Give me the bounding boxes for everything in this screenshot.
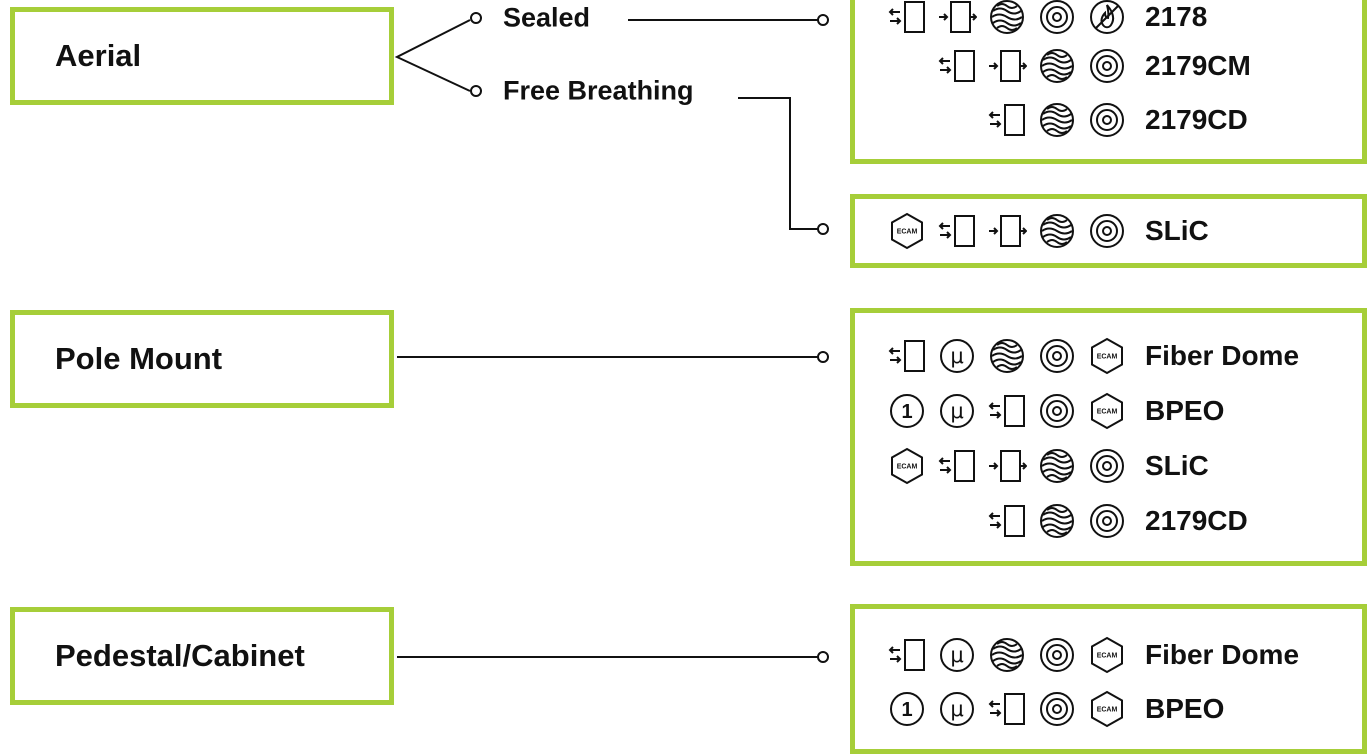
product-row: ECAM SLiC (855, 209, 1362, 253)
ports-in-out-icon (987, 391, 1027, 431)
port-out-icon (987, 446, 1027, 486)
target-icon (1037, 391, 1077, 431)
node-dot (470, 12, 482, 24)
product-name: SLiC (1145, 215, 1209, 246)
category-pole-mount: Pole Mount (10, 310, 394, 408)
svg-text:ECAM: ECAM (1097, 409, 1118, 416)
waves-icon (1037, 100, 1077, 140)
node-dot (817, 351, 829, 363)
node-dot (470, 85, 482, 97)
ecam-icon: ECAM (1087, 336, 1127, 376)
ports-in-out-icon (987, 689, 1027, 729)
products-aerial-free-breathing: ECAM SLiC (850, 194, 1367, 268)
product-name: 2178 (1145, 1, 1208, 32)
waves-icon (987, 0, 1027, 37)
micro-icon: μ (937, 635, 977, 675)
target-icon (1037, 689, 1077, 729)
ecam-icon: ECAM (887, 211, 927, 251)
node-dot (817, 223, 829, 235)
target-icon (1087, 211, 1127, 251)
ports-in-out-icon (937, 446, 977, 486)
product-row: 2179CM (855, 44, 1362, 88)
waves-icon (1037, 501, 1077, 541)
category-pedestal: Pedestal/Cabinet (10, 607, 394, 705)
ecam-icon: ECAM (1087, 635, 1127, 675)
product-row: 2179CD (855, 499, 1362, 543)
node-dot (817, 651, 829, 663)
port-out-icon (987, 211, 1027, 251)
one-icon: 1 (887, 391, 927, 431)
product-name: Fiber Dome (1145, 639, 1300, 670)
target-icon (1087, 100, 1127, 140)
node-dot (817, 14, 829, 26)
product-name: 2179CD (1145, 505, 1248, 536)
product-row: 2179CD (855, 98, 1362, 142)
waves-icon (1037, 446, 1077, 486)
port-out-icon (937, 0, 977, 37)
product-row: 1 μ ECAM BPEO (855, 687, 1362, 731)
svg-text:ECAM: ECAM (897, 464, 918, 471)
no-flame-icon (1087, 0, 1127, 37)
products-pedestal: μ ECAM Fiber Dome 1 μ ECAM BPEO (850, 604, 1367, 754)
svg-text:ECAM: ECAM (1097, 653, 1118, 660)
micro-icon: μ (937, 336, 977, 376)
waves-icon (987, 336, 1027, 376)
target-icon (1087, 46, 1127, 86)
product-row: μ ECAM Fiber Dome (855, 334, 1362, 378)
ports-in-out-icon (887, 336, 927, 376)
product-row: ECAM SLiC (855, 444, 1362, 488)
product-name: Fiber Dome (1145, 340, 1300, 371)
one-icon: 1 (887, 689, 927, 729)
svg-text:1: 1 (901, 401, 912, 423)
aerial-fork-line (394, 19, 471, 92)
ports-in-out-icon (887, 635, 927, 675)
ports-in-out-icon (987, 100, 1027, 140)
micro-icon: μ (937, 689, 977, 729)
target-icon (1037, 635, 1077, 675)
svg-text:μ: μ (950, 399, 963, 423)
branch-label-sealed: Sealed (503, 2, 591, 33)
category-label: Aerial (55, 38, 142, 73)
ports-in-out-icon (937, 46, 977, 86)
target-icon (1037, 0, 1077, 37)
port-out-icon (987, 46, 1027, 86)
svg-text:μ: μ (950, 344, 963, 368)
svg-text:μ: μ (950, 697, 963, 721)
micro-icon: μ (937, 391, 977, 431)
waves-icon (987, 635, 1027, 675)
target-icon (1037, 336, 1077, 376)
category-label: Pole Mount (55, 341, 223, 376)
target-icon (1087, 501, 1127, 541)
ecam-icon: ECAM (887, 446, 927, 486)
ecam-icon: ECAM (1087, 391, 1127, 431)
waves-icon (1037, 46, 1077, 86)
svg-text:ECAM: ECAM (1097, 354, 1118, 361)
category-aerial: Aerial (10, 7, 394, 105)
product-name: SLiC (1145, 450, 1209, 481)
svg-text:μ: μ (950, 643, 963, 667)
ecam-icon: ECAM (1087, 689, 1127, 729)
product-row: 1 μ ECAM BPEO (855, 389, 1362, 433)
products-aerial-sealed: 2178 2179CM 2179CD (850, 0, 1367, 164)
svg-text:ECAM: ECAM (1097, 707, 1118, 714)
free-breathing-connector (738, 97, 818, 230)
product-name: BPEO (1145, 693, 1225, 724)
product-name: BPEO (1145, 395, 1225, 426)
product-row: μ ECAM Fiber Dome (855, 633, 1362, 677)
product-row: 2178 (855, 0, 1362, 39)
ports-in-out-icon (887, 0, 927, 37)
product-name: 2179CD (1145, 104, 1248, 135)
svg-text:ECAM: ECAM (897, 229, 918, 236)
target-icon (1087, 446, 1127, 486)
waves-icon (1037, 211, 1077, 251)
category-label: Pedestal/Cabinet (55, 638, 305, 673)
branch-label-free-breathing: Free Breathing (503, 75, 694, 106)
svg-text:1: 1 (901, 699, 912, 721)
ports-in-out-icon (937, 211, 977, 251)
product-name: 2179CM (1145, 50, 1251, 81)
ports-in-out-icon (987, 501, 1027, 541)
